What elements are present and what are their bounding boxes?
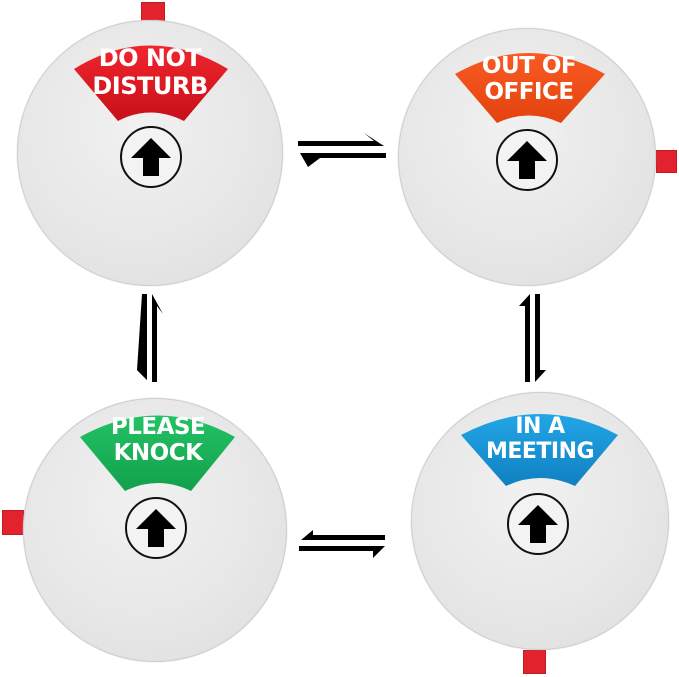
rotary-knob[interactable] [125,497,187,559]
banner-line-1: DO NOT [98,44,202,72]
arrow-up-icon [136,509,176,547]
rotary-knob[interactable] [120,126,182,188]
rotary-knob[interactable] [507,493,569,555]
arrow-up-icon [518,505,558,543]
arrow-up-icon [507,141,547,179]
status-banner [461,414,618,486]
sign-please-knock: PLEASE KNOCK [0,380,300,677]
sign-do-not-disturb: DO NOT DISTURB [0,0,300,300]
rotary-knob[interactable] [496,129,558,191]
banner-line-1: OUT OF [481,53,577,79]
banner-line-2: DISTURB [92,72,208,100]
bidirectional-horizontal-arrows-icon [298,133,386,167]
slider-tab[interactable] [523,650,546,674]
banner-line-1: PLEASE [110,414,206,440]
status-banner [80,415,235,491]
banner-line-2: MEETING [485,439,595,464]
bidirectional-vertical-arrows-icon [137,294,163,382]
sign-in-a-meeting: IN A MEETING [379,380,679,677]
banner-line-2: KNOCK [113,440,203,466]
banner-line-2: OFFICE [484,79,574,105]
banner-line-1: IN A [515,414,565,439]
slider-tab[interactable] [141,2,165,24]
status-banner [455,53,605,123]
arrow-up-icon [131,138,171,176]
slider-tab[interactable] [2,510,24,535]
slider-tab[interactable] [656,150,677,173]
bidirectional-horizontal-arrows-icon [299,530,385,558]
sign-out-of-office: OUT OF OFFICE [379,0,679,300]
bidirectional-vertical-arrows-icon [519,294,546,382]
status-banner [74,45,228,121]
